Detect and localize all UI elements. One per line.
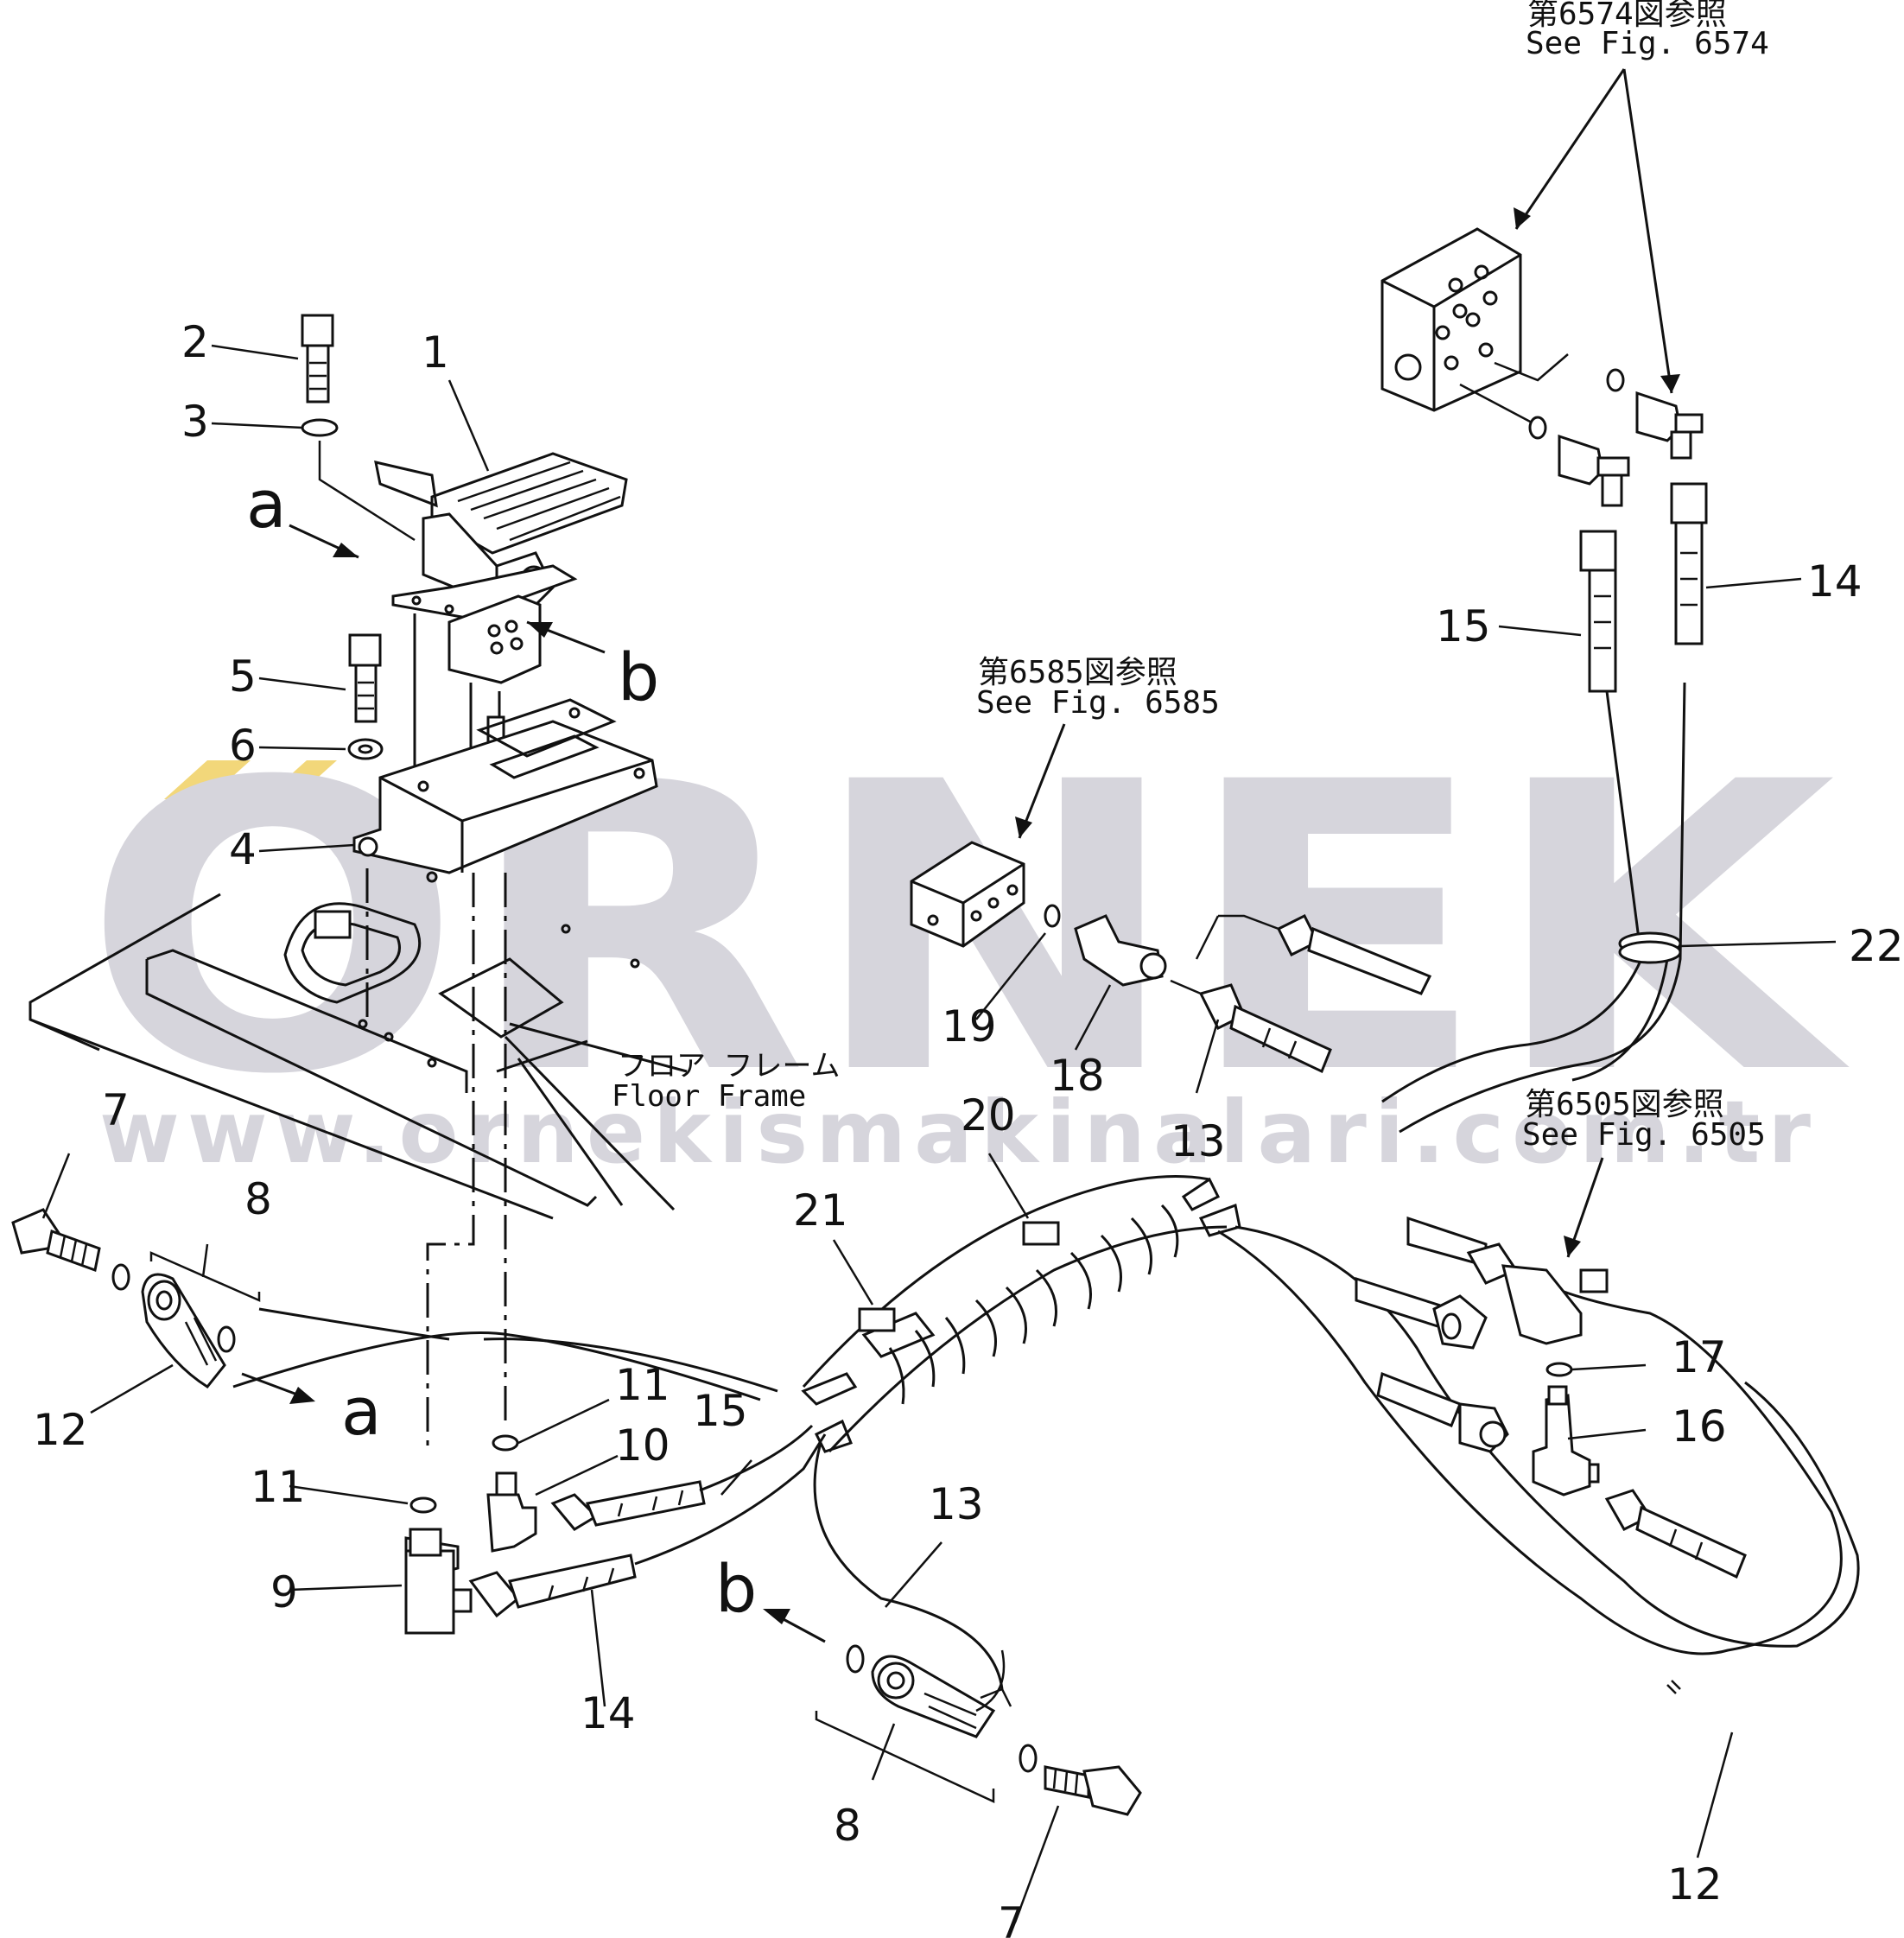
callout-11-left: 11 [251, 1462, 306, 1512]
callout-13-upper: 13 [1171, 1116, 1226, 1166]
bracket-4 [352, 720, 658, 874]
bolt-5 [348, 633, 382, 723]
callout-13-lower: 13 [929, 1479, 984, 1529]
callout-12-left: 12 [33, 1405, 88, 1455]
pedal-valve-assembly [301, 314, 658, 1452]
callout-11-right: 11 [615, 1360, 670, 1410]
valve-block-6505 [1355, 1216, 1747, 1579]
floor-frame-label-jp: フロア フレーム [618, 1049, 840, 1083]
upper-hoses [1579, 482, 1708, 693]
ref-6574-en: See Fig. 6574 [1526, 26, 1769, 61]
floor-frame-drawing: フロア フレーム Floor Frame [29, 893, 840, 1220]
view-letters: a b a b [246, 466, 757, 1627]
callout-22: 22 [1849, 921, 1904, 971]
o-ring-17 [1545, 1362, 1573, 1377]
callout-7-lower: 7 [998, 1898, 1025, 1938]
ref-6585-jp: 第6585図参照 [978, 655, 1177, 690]
hose-end-14-lower [468, 1571, 521, 1618]
callout-16: 16 [1672, 1401, 1727, 1452]
callout-1: 1 [422, 327, 449, 378]
callout-2: 2 [181, 317, 209, 367]
elbow-10 [486, 1493, 537, 1553]
figure-references: 第6574図参照 See Fig. 6574 第6585図参照 See Fig.… [976, 0, 1769, 1153]
callout-15-lower: 15 [693, 1386, 748, 1436]
ref-6574-jp: 第6574図参照 [1527, 0, 1727, 32]
callout-9: 9 [270, 1567, 298, 1617]
hose-end-15-upper [1579, 530, 1617, 572]
bolt-2 [301, 314, 334, 403]
callout-7-left: 7 [102, 1085, 130, 1135]
valve-block-6585 [910, 841, 1432, 1074]
washer-3 [301, 418, 339, 437]
o-ring-19 [1044, 904, 1061, 928]
lower-fittings [815, 1644, 1142, 1816]
hose-harness [801, 682, 1860, 1690]
callout-3: 3 [181, 397, 209, 447]
valve-16 [1532, 1394, 1591, 1496]
callout-10: 10 [615, 1420, 670, 1471]
watermark-url: www.ornekismakinalari.com.tr [99, 1082, 1818, 1183]
ref-6505-jp: 第6505図参照 [1525, 1087, 1724, 1122]
left-fittings [11, 1208, 827, 1635]
callout-8-lower: 8 [834, 1801, 861, 1851]
callout-21: 21 [793, 1185, 848, 1236]
o-ring-11-left [409, 1496, 437, 1514]
o-ring-11-right [492, 1434, 519, 1452]
callout-6: 6 [229, 721, 257, 771]
floor-frame-label-en: Floor Frame [612, 1079, 806, 1114]
watermark-accent-right [263, 760, 337, 799]
callout-17: 17 [1672, 1332, 1727, 1382]
view-letter-b-lower: b [715, 1550, 757, 1627]
callout-18: 18 [1050, 1051, 1105, 1101]
clip-20 [1022, 1221, 1060, 1246]
view-letter-a-upper: a [246, 466, 287, 543]
callout-4: 4 [229, 824, 257, 874]
valve-block-6574 [1380, 227, 1704, 507]
callout-5: 5 [229, 651, 257, 702]
watermark-accent-left [164, 760, 251, 799]
view-letter-b-upper: b [618, 639, 659, 715]
callout-20: 20 [961, 1090, 1016, 1141]
callout-12-right: 12 [1667, 1859, 1723, 1909]
callout-15-upper: 15 [1436, 601, 1491, 651]
callout-numbers: 1 2 3 4 5 6 7 8 12 11 9 11 10 15 14 13 8… [33, 317, 1904, 1938]
leader-lines [41, 68, 1837, 1923]
ref-6505-en: See Fig. 6505 [1522, 1117, 1766, 1153]
callout-14-upper: 14 [1807, 556, 1863, 607]
clip-21 [858, 1307, 896, 1332]
view-letter-a-lower: a [341, 1373, 382, 1450]
callout-19: 19 [942, 1001, 997, 1052]
ref-6585-en: See Fig. 6585 [976, 685, 1220, 721]
callout-8-left: 8 [244, 1174, 272, 1224]
callout-14-lower: 14 [581, 1688, 636, 1738]
hose-end-14-upper [1670, 482, 1708, 524]
